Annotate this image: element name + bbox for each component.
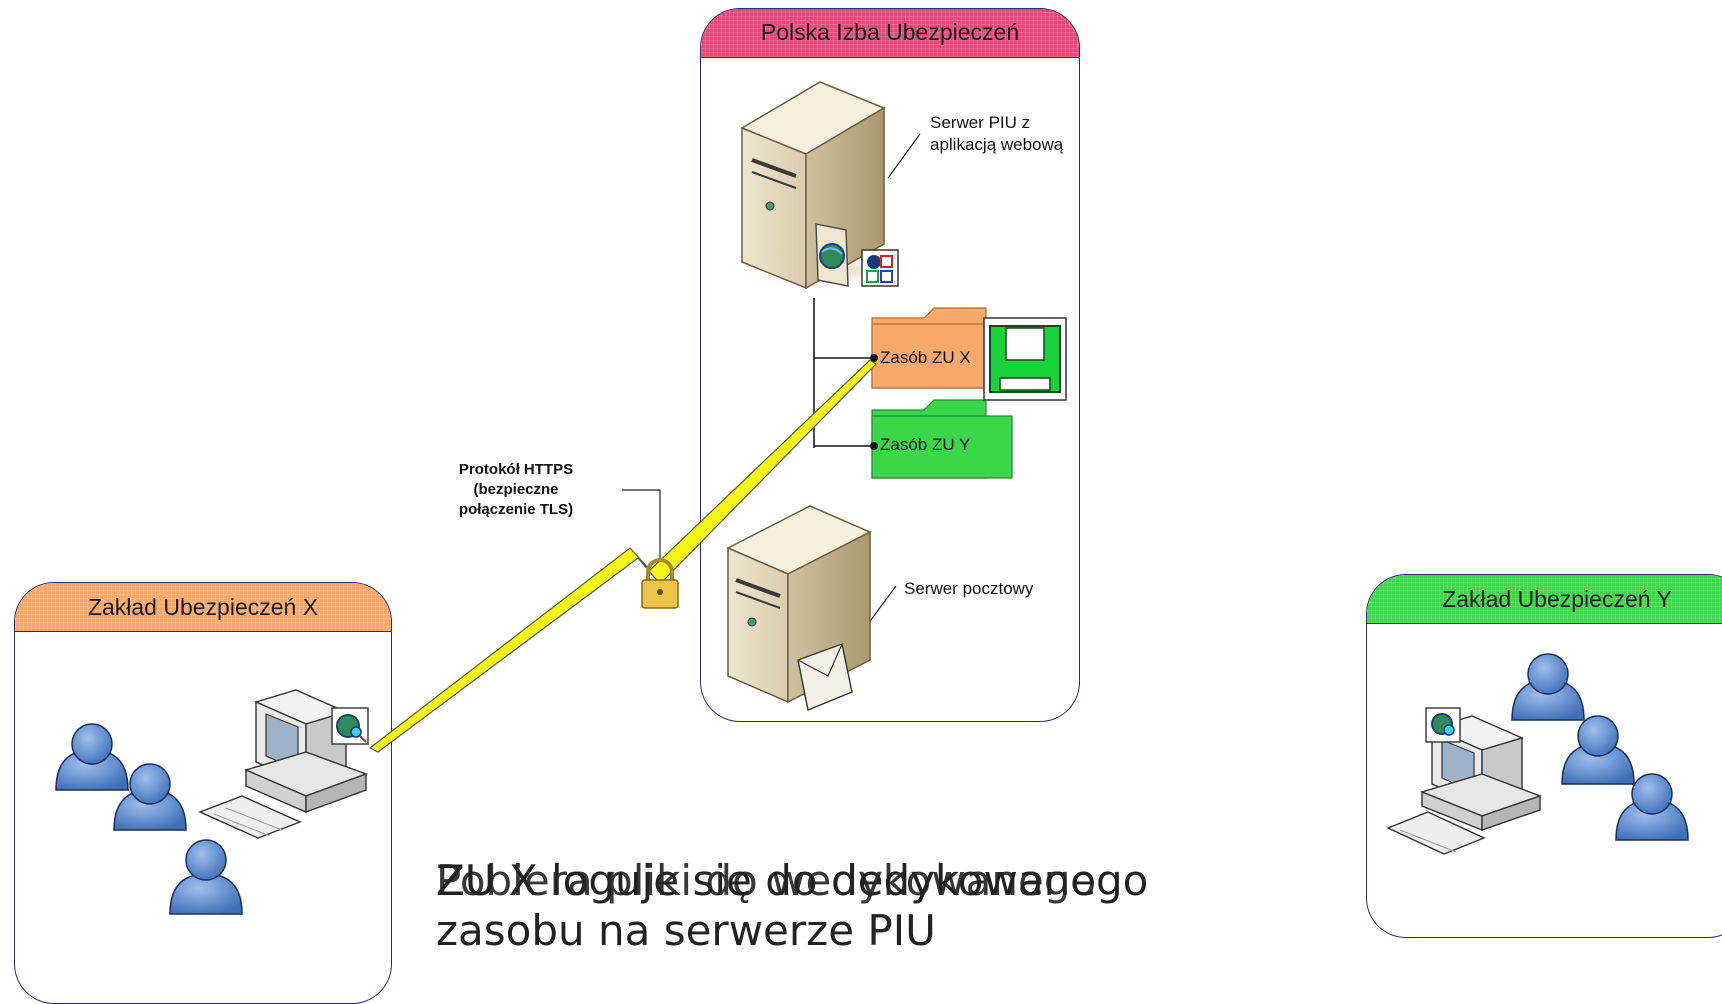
web-server-label-line1: Serwer PIU z [930, 113, 1031, 132]
web-server-label: Serwer PIU z aplikacją webową [930, 112, 1063, 156]
browser-globe-icon [331, 707, 369, 745]
user-icon [1561, 715, 1635, 785]
user-icon [55, 723, 129, 791]
lightning-link-icon [368, 359, 877, 753]
keyboard-icon [198, 795, 302, 839]
folder-icon [871, 399, 1013, 479]
group-zu-y-title: Zakład Ubezpieczeń Y [1442, 586, 1672, 612]
keyboard-icon [1386, 811, 1486, 855]
globe-icon [815, 223, 849, 287]
group-piu-header: Polska Izba Ubezpieczeń [701, 9, 1079, 58]
protocol-label-line1: Protokół HTTPS [458, 461, 574, 478]
mail-server-label: Serwer pocztowy [904, 579, 1034, 598]
group-zu-y: Zakład Ubezpieczeń Y [1366, 574, 1722, 938]
group-zu-x-title: Zakład Ubezpieczeń X [87, 594, 319, 620]
group-zu-y-header: Zakład Ubezpieczeń Y [1367, 575, 1722, 624]
resource-y-label: Zasób ZU Y [880, 435, 971, 454]
group-piu-title: Polska Izba Ubezpieczeń [760, 19, 1020, 45]
protocol-callout [622, 489, 661, 560]
resource-y-node [870, 442, 878, 450]
protocol-label-line3: połączenie TLS) [458, 501, 574, 518]
lock-icon [641, 558, 679, 609]
user-icon [1511, 653, 1585, 721]
workstation-icon [243, 689, 369, 814]
user-icon [169, 839, 243, 915]
caption-line1-a: ZU X loguje się do dedykowanego [436, 856, 1149, 905]
envelope-icon [797, 643, 853, 711]
protocol-label: Protokół HTTPS (bezpieczne połączenie TL… [436, 460, 596, 520]
caption-line1-b: Pobiera pliki do wedykowanego [436, 856, 1097, 905]
user-icon [113, 763, 187, 831]
web-server-callout [887, 133, 921, 179]
diagram-foreground [55, 81, 1689, 915]
resource-x-node [870, 354, 878, 362]
browser-globe-icon [1425, 707, 1461, 743]
folder-icon [871, 307, 999, 389]
floppy-disk-icon [983, 317, 1067, 401]
web-app-icon [861, 249, 899, 287]
user-icon [1615, 773, 1689, 841]
caption-line2: zasobu na serwerze PIU [436, 906, 936, 955]
protocol-label-line2: (bezpieczne [473, 481, 559, 498]
group-zu-x-header: Zakład Ubezpieczeń X [15, 583, 391, 632]
web-server-label-line2: aplikacją webową [930, 135, 1064, 154]
resource-x-label: Zasób ZU X [880, 348, 971, 367]
